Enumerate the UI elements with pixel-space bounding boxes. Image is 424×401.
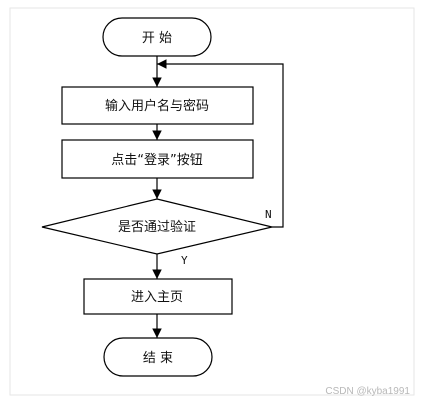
end-terminal	[103, 337, 213, 377]
no-branch-label: N	[265, 208, 272, 221]
arrow-no-loop-back	[157, 59, 284, 228]
enter-home-label: 进入主页	[131, 290, 183, 305]
start-label: 开 始	[142, 31, 172, 46]
yes-branch-label: Y	[181, 254, 188, 267]
csdn-watermark: CSDN @kyba1991	[325, 386, 410, 397]
click-login-label: 点击“登录”按钮	[111, 153, 202, 168]
figure-border	[9, 7, 415, 396]
end-label: 结 束	[143, 351, 173, 366]
verify-decision-label: 是否通过验证	[118, 219, 196, 235]
input-credentials-label: 输入用户名与密码	[105, 98, 209, 114]
input-credentials-box	[61, 86, 254, 125]
enter-home-box	[83, 278, 233, 315]
